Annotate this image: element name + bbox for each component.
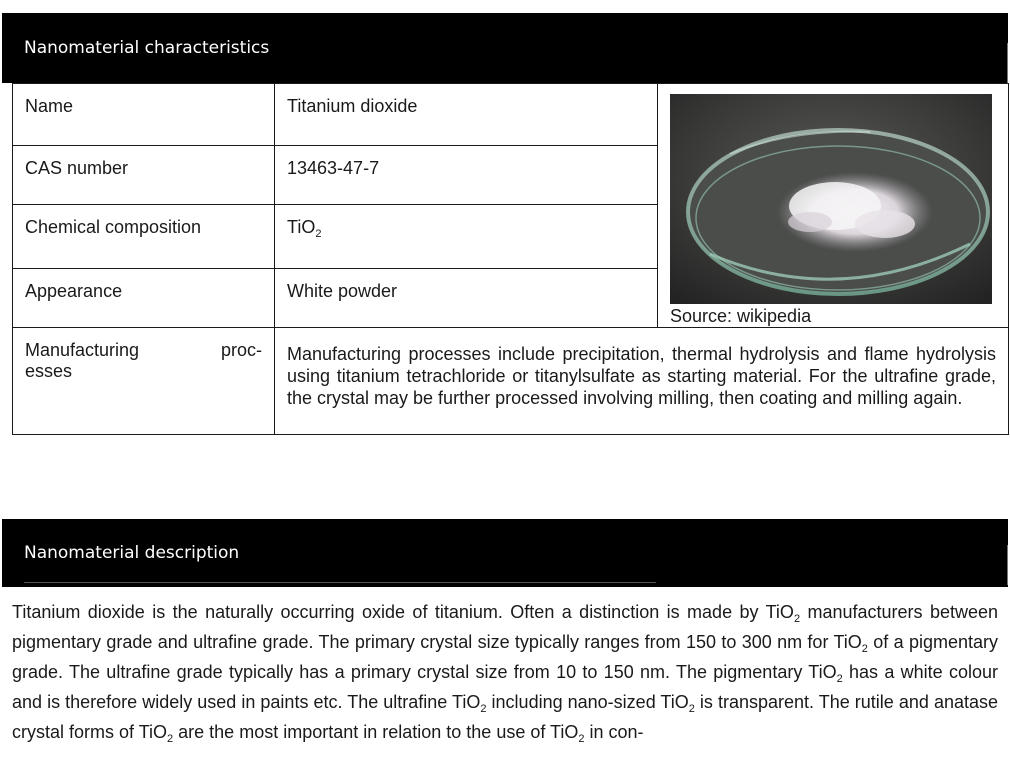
name-label: Name — [12, 82, 275, 147]
description-text: including nano-sized TiO — [486, 692, 689, 712]
subscript: 2 — [836, 673, 843, 685]
description-text: has a white colour and is therefore wide… — [12, 662, 998, 712]
table-row: Manufacturing proc- esses Manufacturing … — [12, 327, 1009, 435]
subscript: 2 — [793, 613, 801, 625]
section-header-characteristics: Nanomaterial characteristics — [2, 13, 1008, 83]
table-row: Appearance White powder — [12, 267, 1009, 329]
description-text: are the most important in relation to th… — [173, 722, 579, 742]
composition-value: TiO2 — [274, 204, 658, 269]
manufacturing-label-hyphen: proc- — [220, 340, 262, 360]
manufacturing-label-word: Manufacturing — [25, 340, 140, 360]
manufacturing-label-end: esses — [25, 361, 73, 381]
header-rule — [1007, 545, 1008, 585]
image-cell: Source: wikipedia — [657, 83, 1009, 328]
image-caption: Source: wikipedia — [670, 306, 812, 326]
formula-subscript: 2 — [315, 228, 322, 241]
header-rule — [1007, 43, 1008, 83]
subscript: 2 — [578, 733, 585, 745]
appearance-label: Appearance — [12, 267, 275, 329]
subscript: 2 — [480, 703, 487, 715]
description-text: of a pigmentary grade. The ultrafine gra… — [12, 632, 998, 682]
cas-value: 13463-47-7 — [274, 145, 658, 206]
table-row: Chemical composition TiO2 — [12, 204, 1009, 269]
description-text: manufacturers between pigmentary grade a… — [12, 602, 998, 652]
section-title: Nanomaterial characteristics — [24, 38, 270, 58]
appearance-value: White powder — [274, 267, 658, 329]
name-value: Titanium dioxide — [274, 82, 658, 147]
manufacturing-text: Manufacturing processes include precipit… — [287, 344, 996, 408]
section-title: Nanomaterial description — [24, 543, 240, 563]
description-text: is transparent. The rutile and anatase c… — [12, 692, 998, 742]
formula-base: TiO — [287, 217, 316, 238]
subscript: 2 — [688, 703, 695, 715]
section-header-description: Nanomaterial description — [2, 519, 1008, 587]
subscript: 2 — [167, 733, 174, 745]
header-underline — [24, 582, 656, 583]
description-text: in con- — [584, 722, 644, 742]
table-row: Name Titanium dioxide — [12, 82, 1009, 328]
description-text: Titanium dioxide is the naturally occurr… — [12, 602, 794, 622]
manufacturing-value: Manufacturing processes include precipit… — [274, 327, 1009, 435]
characteristics-table: Name Titanium dioxide — [12, 82, 1009, 435]
titanium-dioxide-photo — [670, 94, 992, 304]
cas-label: CAS number — [12, 145, 275, 206]
composition-label: Chemical composition — [12, 204, 275, 269]
manufacturing-label: Manufacturing proc- esses — [12, 327, 275, 435]
subscript: 2 — [861, 643, 868, 655]
description-paragraph: Titanium dioxide is the naturally occurr… — [12, 601, 998, 751]
